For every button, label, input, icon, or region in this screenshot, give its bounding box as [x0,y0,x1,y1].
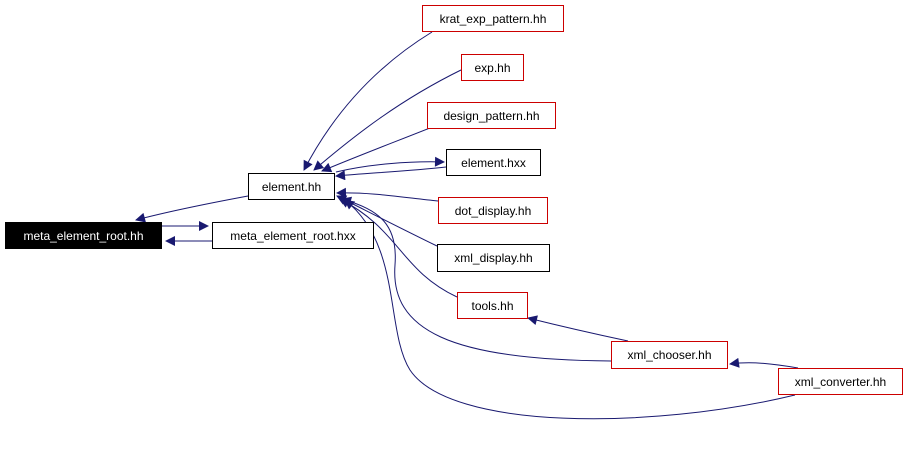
edge-chooser-to-tools [527,315,629,342]
edge-exp-to-elementhh [313,69,462,171]
edge-converter-to-chooser [729,357,799,369]
edge-tools-to-elementhh [339,198,458,298]
node-design-pattern-hh[interactable]: design_pattern.hh [427,102,556,129]
edge-converter-to-elementhh [344,199,796,420]
node-krat-exp-pattern-hh[interactable]: krat_exp_pattern.hh [422,5,564,32]
edge-elementhh-to-elementhxx [335,156,445,173]
node-xml-converter-hh[interactable]: xml_converter.hh [778,368,903,395]
node-meta-element-root-hxx[interactable]: meta_element_root.hxx [212,222,374,249]
node-dot-display-hh[interactable]: dot_display.hh [438,197,548,224]
edge-elementhh-to-root [135,195,249,223]
node-element-hxx[interactable]: element.hxx [446,149,541,176]
edge-dot-to-elementhh [336,187,439,202]
node-xml-chooser-hh[interactable]: xml_chooser.hh [611,341,728,369]
edge-elementhxx-to-elementhh [335,166,447,181]
node-element-hh[interactable]: element.hh [248,173,335,200]
edge-design-to-elementhh [321,123,441,173]
edge-krat-to-elementhh [303,31,433,171]
node-exp-hh[interactable]: exp.hh [461,54,524,81]
edge-chooser-to-elementhh [341,196,612,362]
node-meta-element-root-hh: meta_element_root.hh [5,222,162,249]
node-tools-hh[interactable]: tools.hh [457,292,528,319]
node-xml-display-hh[interactable]: xml_display.hh [437,244,550,272]
